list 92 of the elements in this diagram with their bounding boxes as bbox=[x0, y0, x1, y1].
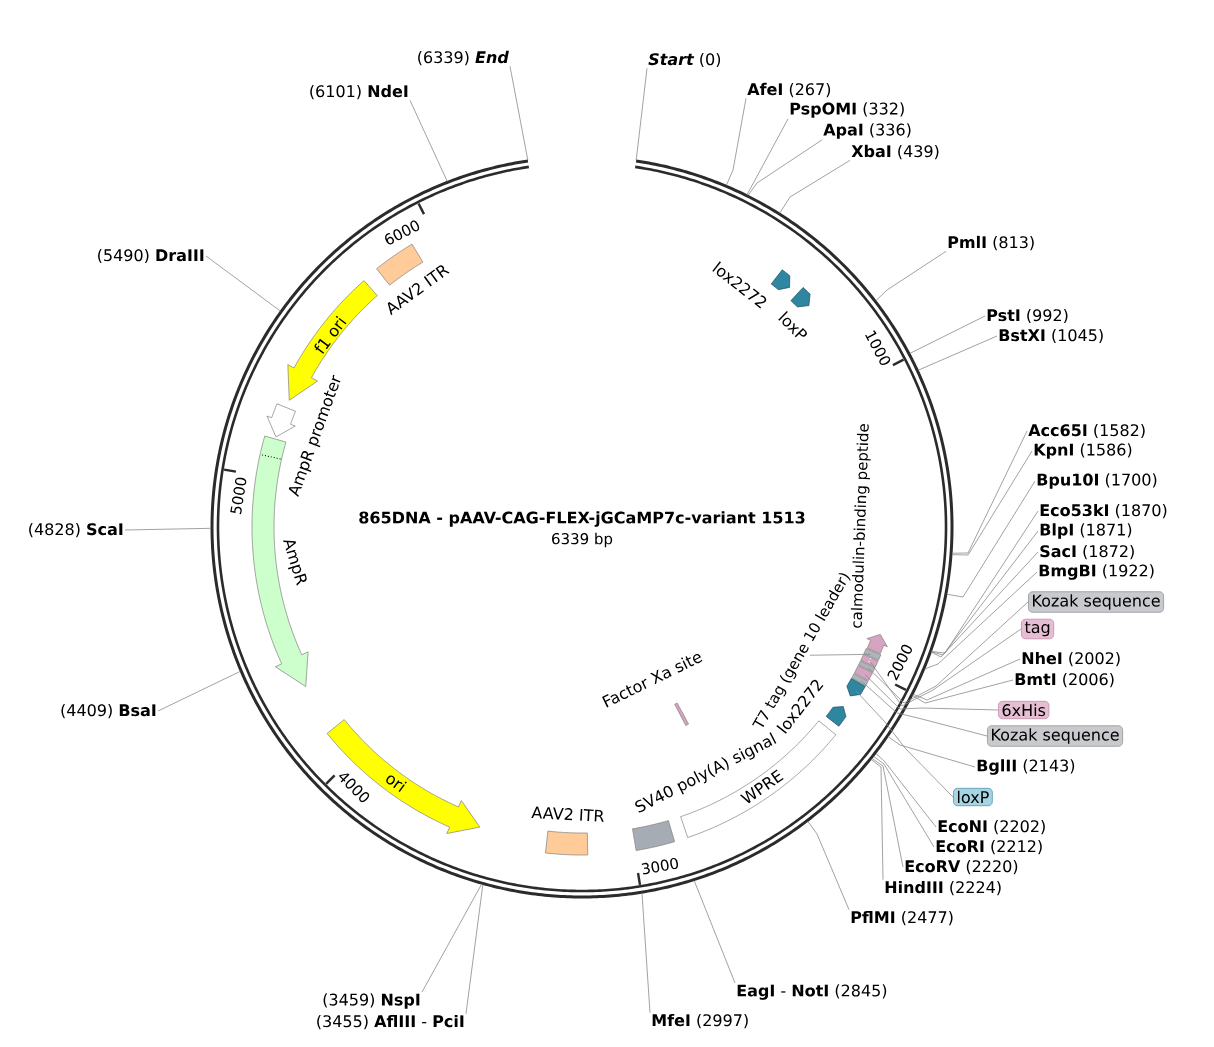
site-label: BlpI (1871) bbox=[1040, 523, 1132, 539]
leader-line bbox=[809, 653, 872, 656]
tick-label: 5000 bbox=[230, 477, 247, 515]
leader-line bbox=[871, 758, 904, 868]
leader-line bbox=[946, 480, 1036, 598]
site-label: BglII (2143) bbox=[977, 759, 1075, 775]
site-label: MfeI (2997) bbox=[652, 1013, 748, 1029]
site-label: BmtI (2006) bbox=[1015, 672, 1114, 688]
leader-line bbox=[951, 450, 1033, 556]
site-label: Bpu10I (1700) bbox=[1037, 473, 1157, 489]
size-label: 6339 bp bbox=[552, 532, 613, 548]
site-label: PstI (992) bbox=[987, 308, 1068, 324]
leader-line bbox=[421, 883, 482, 993]
leader-line bbox=[693, 880, 736, 984]
leader-line bbox=[205, 255, 281, 312]
site-label: SacI (1872) bbox=[1040, 544, 1134, 560]
feature-box bbox=[854, 665, 873, 681]
leader-line bbox=[924, 571, 1038, 670]
site-label: EagI - NotI (2845) bbox=[737, 984, 887, 1000]
site-label: HindIII (2224) bbox=[885, 880, 1001, 896]
site-label: (4409) BsaI bbox=[61, 703, 156, 719]
feature-label: AAV2 ITR bbox=[531, 806, 604, 822]
site-label: AfeI (267) bbox=[747, 82, 831, 98]
site-label: Acc65I (1582) bbox=[1028, 423, 1145, 439]
leader-line bbox=[868, 601, 1029, 704]
label-box: tag bbox=[1021, 618, 1055, 640]
site-label: (5490) DraIII bbox=[98, 248, 204, 264]
leader-line bbox=[465, 884, 484, 1015]
site-label: KpnI (1586) bbox=[1034, 443, 1132, 459]
label-box: 6xHis bbox=[998, 700, 1050, 720]
tick-label: 1000 bbox=[865, 330, 891, 366]
site-label: Eco53kI (1870) bbox=[1040, 503, 1167, 519]
leader-line bbox=[873, 756, 935, 848]
feature-label: loxP bbox=[778, 311, 807, 338]
site-label: PmlI (813) bbox=[948, 235, 1034, 251]
tick-label: 6000 bbox=[385, 220, 420, 245]
leader-line bbox=[779, 159, 851, 214]
leader-line bbox=[951, 430, 1028, 554]
tick-label: 2000 bbox=[887, 644, 912, 681]
label-box: Kozak sequence bbox=[987, 725, 1124, 747]
leader-line bbox=[746, 118, 789, 196]
site-label: XbaI (439) bbox=[851, 144, 939, 160]
site-label: (3455) AflIII - PciI bbox=[317, 1014, 464, 1030]
site-label: Start (0) bbox=[648, 52, 721, 68]
map-title: 865DNA - pAAV-CAG-FLEX-jGCaMP7c-variant 1513 bbox=[359, 511, 805, 527]
feature-label: calmodulin-binding peptide bbox=[850, 424, 871, 628]
feature-label: AmpR bbox=[283, 540, 307, 586]
label-box: Kozak sequence bbox=[1028, 591, 1165, 613]
leader-line bbox=[509, 65, 529, 161]
leader-line bbox=[930, 551, 1039, 658]
leader-line bbox=[912, 658, 1021, 701]
feature-block bbox=[846, 678, 866, 697]
site-label: (6101) NdeI bbox=[310, 84, 408, 100]
feature-box bbox=[851, 673, 869, 686]
label-box: loxP bbox=[953, 787, 993, 807]
leader-line bbox=[887, 736, 976, 768]
leader-line bbox=[931, 530, 1039, 656]
leader-line bbox=[875, 752, 937, 828]
leader-line bbox=[635, 67, 648, 161]
feature-box bbox=[863, 648, 882, 661]
leader-line bbox=[870, 759, 884, 881]
leader-line bbox=[641, 892, 651, 1014]
site-label: BmgBI (1922) bbox=[1039, 564, 1154, 580]
site-label: (3459) NspI bbox=[323, 993, 420, 1009]
feature-box bbox=[860, 654, 879, 668]
tick-label: 3000 bbox=[641, 857, 678, 875]
leader-line bbox=[747, 139, 823, 196]
leader-line bbox=[917, 335, 998, 371]
leader-line bbox=[870, 628, 1022, 707]
site-label: PspOMI (332) bbox=[790, 102, 904, 118]
leader-line bbox=[157, 670, 241, 712]
leader-line bbox=[861, 680, 988, 737]
leader-line bbox=[807, 820, 850, 911]
site-label: EcoRI (2212) bbox=[936, 839, 1042, 855]
leader-line bbox=[912, 679, 1014, 704]
leader-line bbox=[855, 690, 954, 798]
leader-line bbox=[931, 510, 1039, 654]
leader-line bbox=[409, 99, 448, 182]
site-label: PflMI (2477) bbox=[851, 910, 953, 926]
leader-line bbox=[875, 250, 947, 302]
leader-line bbox=[909, 315, 986, 354]
site-label: NheI (2002) bbox=[1022, 651, 1120, 667]
site-label: EcoNI (2202) bbox=[938, 819, 1045, 835]
site-label: (4828) ScaI bbox=[29, 522, 123, 538]
site-label: BstXI (1045) bbox=[999, 328, 1103, 344]
leader-line bbox=[725, 97, 747, 186]
site-label: ApaI (336) bbox=[823, 123, 911, 139]
feature-box bbox=[858, 660, 876, 673]
site-label: EcoRV (2220) bbox=[905, 859, 1018, 875]
leader-line bbox=[124, 527, 212, 531]
site-label: (6339) End bbox=[418, 50, 509, 66]
leader-line bbox=[864, 674, 999, 711]
